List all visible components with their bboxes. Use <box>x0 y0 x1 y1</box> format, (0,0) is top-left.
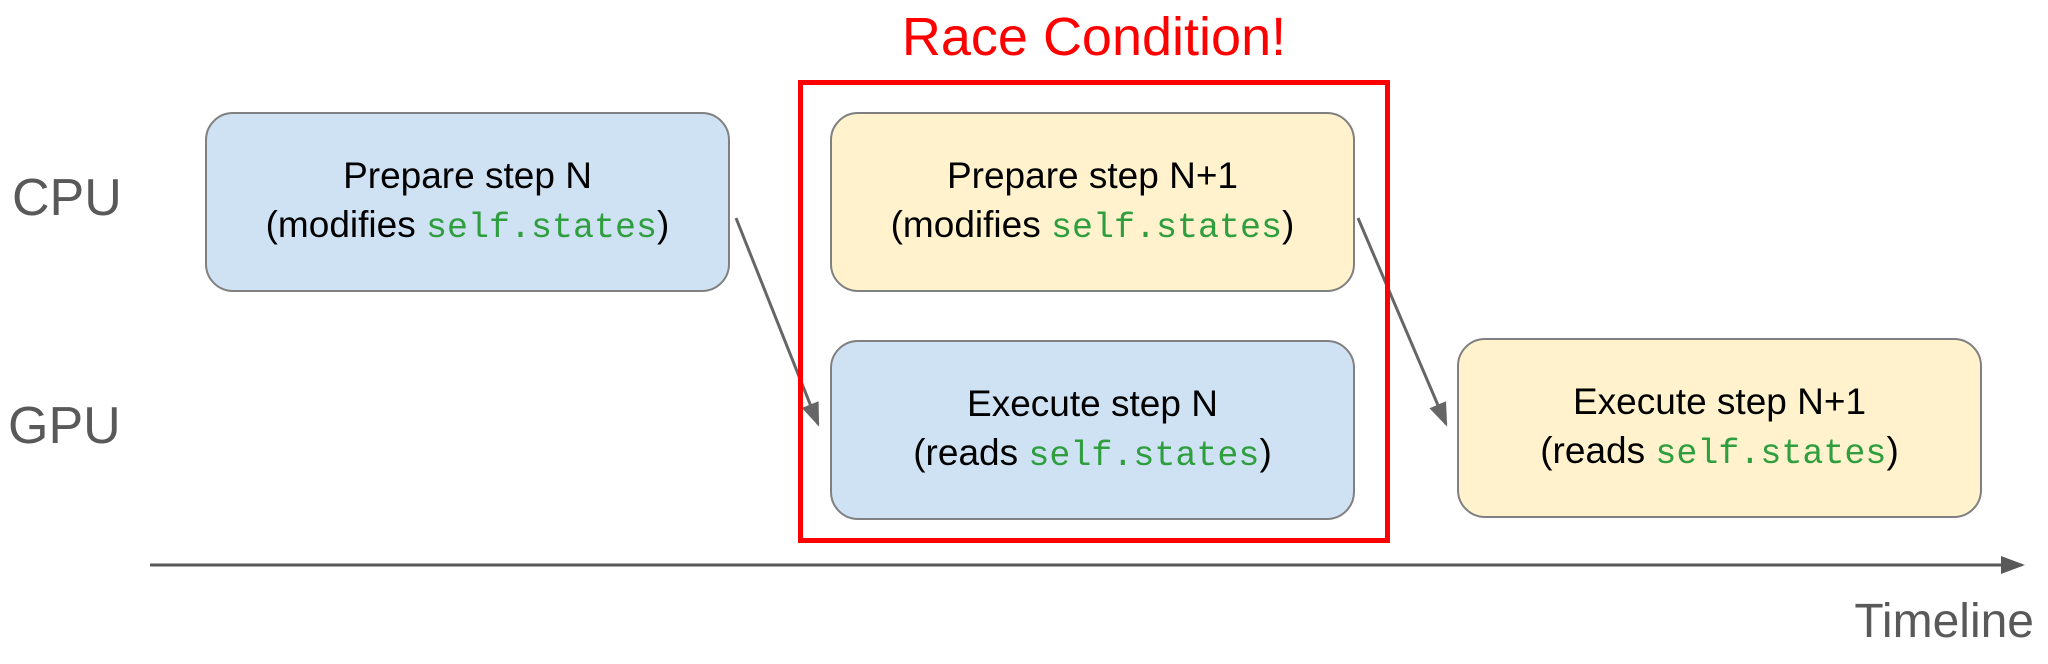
subtitle-prefix: (reads <box>1540 430 1656 472</box>
subtitle-prefix: (modifies <box>265 204 426 246</box>
box-title: Execute step N+1 <box>1572 381 1867 423</box>
box-subtitle: (reads self.states) <box>1540 427 1899 477</box>
box-subtitle: (modifies self.states) <box>266 201 670 251</box>
box-execute-step-n1: Execute step N+1 (reads self.states) <box>1457 338 1982 518</box>
box-title: Prepare step N <box>343 155 592 197</box>
code-self-states: self.states <box>426 208 658 249</box>
subtitle-prefix: (reads <box>913 432 1029 474</box>
subtitle-prefix: (modifies <box>890 204 1051 246</box>
box-prepare-step-n1: Prepare step N+1 (modifies self.states) <box>830 112 1355 292</box>
subtitle-suffix: ) <box>1259 432 1272 474</box>
subtitle-suffix: ) <box>1282 204 1295 246</box>
code-self-states: self.states <box>1051 208 1283 249</box>
code-self-states: self.states <box>1028 436 1260 477</box>
timeline-label: Timeline <box>1854 595 2034 648</box>
race-condition-outline <box>798 80 1390 543</box>
lane-label-gpu: GPU <box>8 397 121 455</box>
box-subtitle: (reads self.states) <box>913 429 1272 479</box>
box-title: Execute step N <box>967 383 1218 425</box>
subtitle-suffix: ) <box>1886 430 1899 472</box>
code-self-states: self.states <box>1655 434 1887 475</box>
subtitle-suffix: ) <box>657 204 670 246</box>
diagram-title: Race Condition! <box>901 7 1287 67</box>
box-prepare-step-n: Prepare step N (modifies self.states) <box>205 112 730 292</box>
box-title: Prepare step N+1 <box>946 155 1239 197</box>
box-execute-step-n: Execute step N (reads self.states) <box>830 340 1355 520</box>
lane-label-cpu: CPU <box>12 169 122 227</box>
box-subtitle: (modifies self.states) <box>891 201 1295 251</box>
